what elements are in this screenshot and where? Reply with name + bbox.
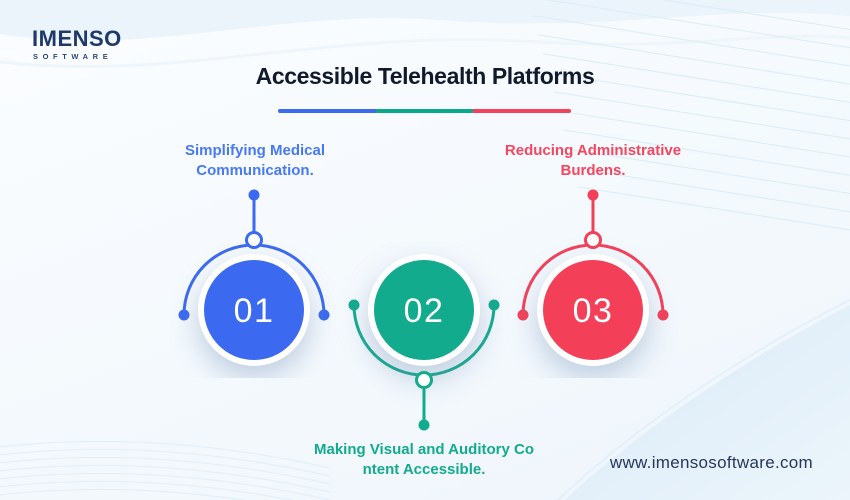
step-1-circle: 01 (178, 189, 330, 366)
step-2-circle: 02 (348, 254, 500, 431)
step-1-node (245, 231, 263, 249)
step-2-arc-dot-left (348, 299, 360, 311)
step-3-arc-dot-right (657, 309, 669, 321)
step-1-connector-dot (248, 189, 260, 201)
step-1-label-line2: Communication. (196, 162, 314, 179)
logo-wordmark: IMENSO (32, 26, 122, 51)
step-3-number: 03 (573, 292, 614, 330)
step-3-node (584, 231, 602, 249)
step-1-arc-dot-right (318, 309, 330, 321)
step-2-number: 02 (404, 292, 445, 330)
step-1-disc (204, 260, 304, 360)
website-url: www.imensosoftware.com (609, 453, 813, 472)
step-2-label-line1: Making Visual and Auditory Co (313, 441, 535, 458)
step-2-arc-dot-right (488, 299, 500, 311)
step-2-connector-dot (418, 419, 430, 431)
step-2-label: Making Visual and Auditory Co ntent Acce… (284, 440, 564, 480)
step-1-label: Simplifying Medical Communication. (140, 141, 370, 181)
step-2-disc (374, 260, 474, 360)
title-underline (278, 109, 571, 113)
step-3-circle: 03 (517, 189, 669, 366)
step-1-arc-dot-left (178, 309, 190, 321)
step-3-connector-dot (587, 189, 599, 201)
step-3-disc (543, 260, 643, 360)
underline-segment-green (375, 109, 474, 113)
logo: IMENSO SOFTWARE (32, 28, 122, 61)
underline-segment-red (473, 109, 571, 113)
step-2-node (415, 371, 433, 389)
step-3-label: Reducing Administrative Burdens. (478, 141, 708, 181)
step-1-number: 01 (234, 292, 275, 330)
step-3-label-line1: Reducing Administrative (504, 142, 682, 159)
logo-subtitle: SOFTWARE (33, 52, 113, 61)
step-3-label-line2: Burdens. (560, 162, 626, 179)
step-1-label-line1: Simplifying Medical (184, 142, 326, 159)
step-3-arc-dot-left (517, 309, 529, 321)
underline-segment-blue (278, 109, 376, 113)
step-2-label-line2: ntent Accessible. (362, 461, 486, 478)
page-title: Accessible Telehealth Platforms (255, 63, 595, 89)
